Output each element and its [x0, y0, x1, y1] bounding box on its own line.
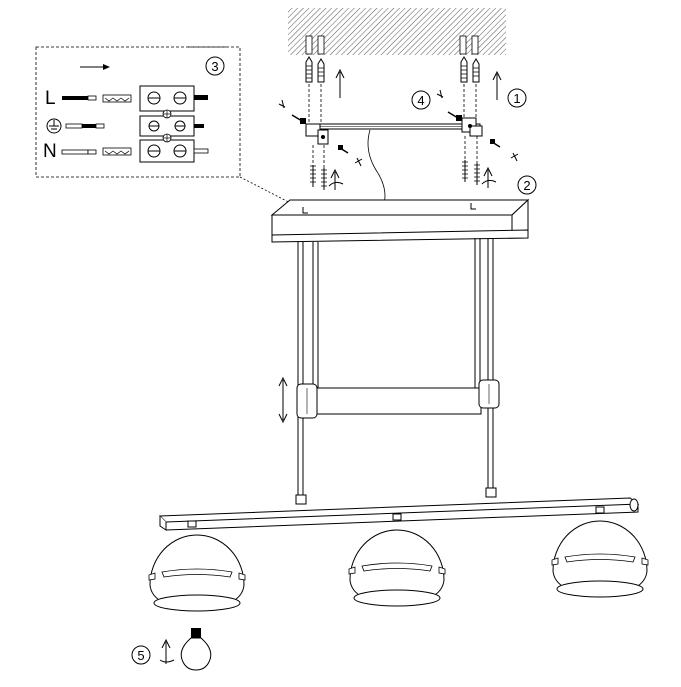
svg-text:3: 3	[211, 59, 218, 74]
step-1-number: 1	[513, 91, 520, 106]
step-1-marker: 1	[507, 88, 527, 108]
screw-icon	[310, 160, 480, 190]
wall-plug-icon	[305, 56, 325, 83]
shade-left	[148, 520, 246, 612]
live-wire-label: L	[45, 88, 56, 109]
light-bar	[158, 497, 640, 531]
light-bulb-icon	[180, 628, 212, 671]
step-3-marker: 3	[205, 56, 225, 76]
power-cable	[367, 129, 386, 205]
earth-ground-icon	[46, 118, 62, 134]
arrow-right-icon	[80, 64, 110, 70]
screw-icon	[291, 111, 501, 154]
svg-text:4: 4	[417, 93, 424, 108]
svg-text:5: 5	[137, 648, 144, 663]
arrow-up-icon	[492, 70, 502, 100]
rotate-arrow-icon	[328, 166, 497, 190]
screwdriver-icon	[278, 89, 519, 167]
neutral-wire-label: N	[43, 141, 57, 162]
height-adjust-arrow-icon	[278, 376, 288, 424]
shade-center	[348, 513, 446, 607]
counterweight-tube	[296, 379, 500, 419]
wall-plug-icon	[460, 56, 480, 83]
shade-right	[551, 506, 649, 598]
canopy	[270, 198, 530, 243]
suspension-rods	[297, 238, 494, 498]
step-4-marker: 4	[411, 90, 431, 110]
step-2-marker: 2	[517, 175, 537, 195]
terminal-block-icon	[139, 85, 209, 163]
rotate-arrow-icon	[159, 638, 175, 664]
wiring-detail-box: 3 L N	[35, 46, 309, 213]
svg-text:2: 2	[523, 178, 530, 193]
mounting-bracket	[305, 117, 483, 145]
ceiling	[288, 8, 506, 55]
arrow-up-icon	[335, 68, 345, 98]
step-5-marker: 5	[131, 645, 151, 665]
